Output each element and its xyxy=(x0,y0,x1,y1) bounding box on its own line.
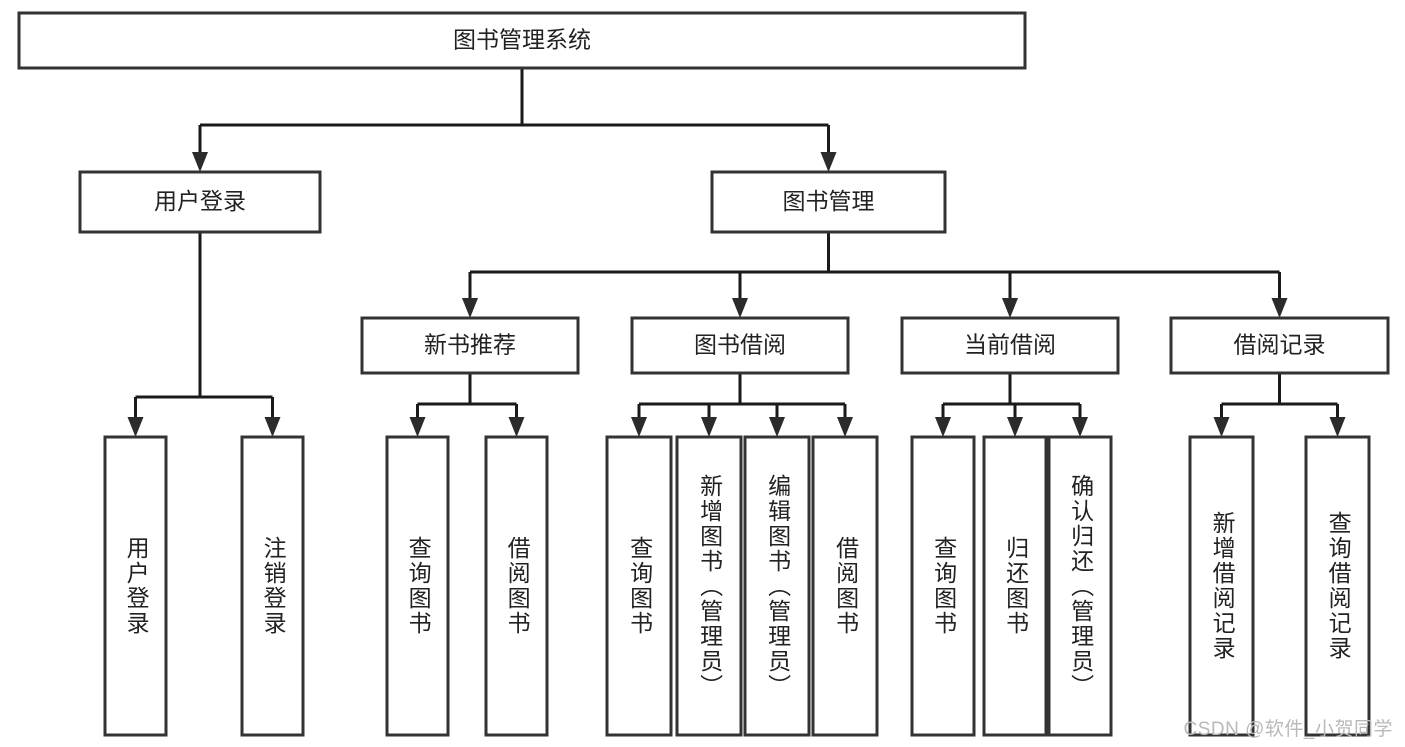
node-box-leaf-logout-login[interactable] xyxy=(240,435,305,737)
node-box-book-borrow[interactable] xyxy=(630,316,850,375)
arrow-head-leaf-add-borrow-record xyxy=(1213,417,1230,437)
arrow-head-leaf-query-book-borrow xyxy=(631,417,647,437)
node-box-root[interactable] xyxy=(17,11,1027,70)
arrow-head-current-borrow xyxy=(1002,298,1018,318)
node-box-book-manage[interactable] xyxy=(710,170,947,234)
node-label-current-borrow: 当前借阅 xyxy=(964,332,1056,358)
node-box-leaf-user-login[interactable] xyxy=(103,435,168,737)
node-box-current-borrow[interactable] xyxy=(900,316,1120,375)
node-label-root: 图书管理系统 xyxy=(453,27,591,53)
arrow-head-book-borrow xyxy=(732,298,748,318)
node-label-book-borrow: 图书借阅 xyxy=(694,332,786,358)
arrow-head-new-book-recommend xyxy=(462,298,478,318)
arrow-head-leaf-add-book xyxy=(701,417,717,437)
node-label-new-book-recommend: 新书推荐 xyxy=(424,332,516,358)
node-box-leaf-add-borrow-record[interactable] xyxy=(1188,435,1255,737)
arrow-head-leaf-user-login xyxy=(127,417,144,437)
node-box-layer xyxy=(17,11,1390,737)
node-box-leaf-query-book-recommend[interactable] xyxy=(385,435,450,737)
node-box-leaf-query-borrow-record[interactable] xyxy=(1304,435,1371,737)
node-box-borrow-record[interactable] xyxy=(1169,316,1390,375)
arrow-head-leaf-confirm-return xyxy=(1072,417,1088,437)
arrow-head-leaf-logout-login xyxy=(264,417,281,437)
node-box-leaf-query-book-borrow[interactable] xyxy=(605,435,673,737)
arrow-head-leaf-query-book-recommend xyxy=(409,417,426,437)
arrow-head-borrow-record xyxy=(1271,298,1288,318)
node-box-leaf-return-book[interactable] xyxy=(982,435,1048,737)
node-box-leaf-edit-book[interactable] xyxy=(743,435,811,737)
arrow-head-leaf-return-book xyxy=(1007,417,1023,437)
node-label-borrow-record: 借阅记录 xyxy=(1234,332,1326,358)
csdn-watermark: CSDN @软件_小贺同学 xyxy=(1183,719,1393,740)
node-box-user-login[interactable] xyxy=(78,170,322,234)
arrow-head-leaf-query-borrow-record xyxy=(1329,417,1346,437)
arrow-head-user-login xyxy=(192,152,208,172)
node-label-user-login: 用户登录 xyxy=(154,188,246,214)
arrow-head-leaf-borrow-book-recommend xyxy=(508,417,525,437)
node-box-leaf-confirm-return[interactable] xyxy=(1047,435,1113,737)
node-label-book-manage: 图书管理 xyxy=(783,188,875,214)
node-box-leaf-borrow-book[interactable] xyxy=(811,435,879,737)
node-box-new-book-recommend[interactable] xyxy=(360,316,580,375)
node-box-leaf-borrow-book-recommend[interactable] xyxy=(484,435,549,737)
node-box-leaf-add-book[interactable] xyxy=(675,435,743,737)
arrow-head-leaf-edit-book xyxy=(769,417,785,437)
arrow-head-leaf-borrow-book xyxy=(837,417,853,437)
connector-layer xyxy=(127,68,1346,437)
arrow-head-leaf-query-book-current xyxy=(935,417,951,437)
node-box-leaf-query-book-current[interactable] xyxy=(910,435,976,737)
arrow-head-book-manage xyxy=(820,152,837,172)
